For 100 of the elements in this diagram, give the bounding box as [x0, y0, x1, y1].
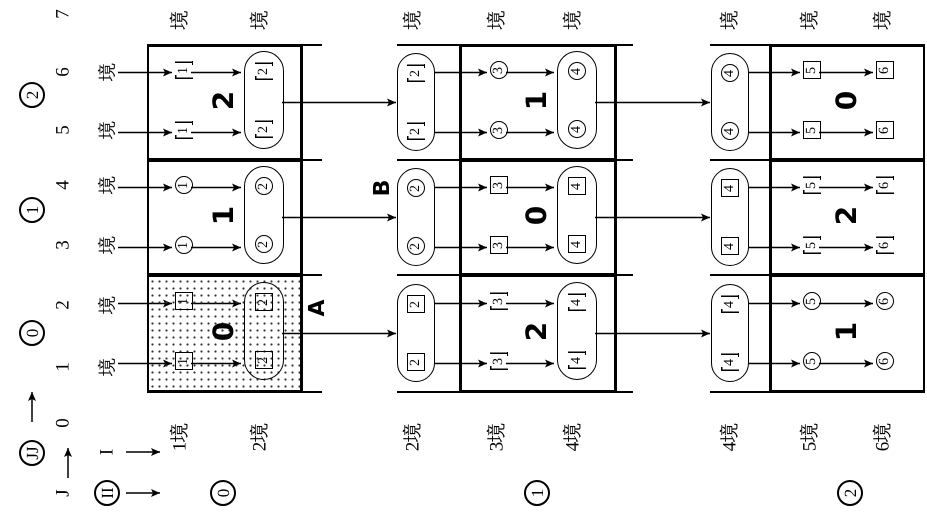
boxed-number: 3 — [490, 236, 508, 254]
grid-cell — [460, 160, 616, 275]
boxed-number: 3 — [490, 176, 508, 194]
index-label: 境 — [800, 10, 820, 30]
bracketed-number: 3 — [490, 352, 508, 370]
bracketed-number: 3 — [490, 292, 508, 310]
bracketed-number: 5 — [803, 236, 821, 254]
boxed-number: 4 — [721, 238, 739, 256]
arrow — [435, 300, 487, 308]
index-label: 6境 — [874, 422, 892, 452]
boxed-number: 2 — [407, 354, 425, 372]
circled-label: II — [94, 480, 120, 506]
bracketed-number: 4 — [721, 354, 739, 372]
bold-letter: A — [307, 299, 329, 317]
arrow — [506, 300, 554, 308]
arrow — [506, 68, 554, 76]
rounded-group — [397, 54, 435, 152]
index-label: 4 — [54, 180, 72, 190]
rounded-group — [244, 282, 284, 380]
boxed-number: 4 — [568, 178, 586, 196]
circled-number: 5 — [803, 352, 821, 370]
bracketed-number: 4 — [568, 352, 586, 370]
arrow — [506, 184, 554, 192]
arrow — [282, 214, 396, 222]
boxed-number: 4 — [568, 236, 586, 254]
rounded-group — [711, 168, 749, 266]
header-text: 境 — [96, 61, 118, 83]
rounded-group — [557, 282, 597, 380]
grid-cell — [147, 275, 302, 392]
bold-digit: 0 — [523, 206, 551, 226]
arrow — [749, 300, 800, 308]
bold-digit: 2 — [210, 90, 238, 110]
index-label: 5境 — [800, 422, 820, 452]
circled-number: 6 — [876, 352, 894, 370]
boxed-number: 5 — [803, 122, 821, 140]
index-label: 境 — [170, 10, 190, 30]
arrow — [118, 360, 172, 368]
bracketed-number: 6 — [876, 236, 894, 254]
circled-number: 4 — [568, 120, 586, 138]
arrow — [191, 128, 241, 136]
circled-label: JJ — [19, 440, 45, 466]
rounded-group — [397, 168, 435, 266]
rounded-group — [557, 166, 597, 264]
circled-number: 6 — [876, 292, 894, 310]
arrow — [118, 244, 172, 252]
bracketed-number: 4 — [721, 296, 739, 314]
grid-cell — [147, 160, 302, 275]
grid-cell — [770, 275, 925, 392]
circled-number: 1 — [175, 176, 193, 194]
arrow — [749, 128, 800, 136]
arrow — [819, 68, 873, 76]
grid-cell — [770, 45, 925, 160]
index-label: I — [98, 448, 116, 456]
index-label: 4境 — [564, 422, 582, 452]
arrow — [595, 214, 710, 222]
arrow — [282, 330, 396, 338]
index-label: 境 — [250, 10, 270, 30]
arrow — [749, 360, 800, 368]
rounded-group — [711, 54, 749, 152]
bold-digit: 1 — [833, 322, 861, 342]
arrow — [595, 98, 710, 106]
rounded-group — [244, 166, 284, 264]
index-label: 0 — [54, 418, 72, 428]
rounded-group — [244, 52, 284, 150]
index-label: 境 — [564, 10, 582, 30]
circled-number: 3 — [490, 122, 508, 140]
boxed-number: 6 — [876, 62, 894, 80]
header-text: 境 — [96, 119, 118, 141]
arrow — [595, 330, 710, 338]
arrow — [506, 128, 554, 136]
arrow — [191, 244, 241, 252]
bracketed-number: 5 — [803, 176, 821, 194]
index-label: J — [54, 489, 72, 497]
bracketed-number: 1 — [175, 122, 193, 140]
circled-number: 4 — [721, 64, 739, 82]
circled-label: 1 — [19, 197, 45, 223]
arrow — [506, 244, 554, 252]
circled-number: 5 — [803, 292, 821, 310]
bracketed-number: 6 — [876, 176, 894, 194]
index-label: 6 — [54, 67, 72, 77]
boxed-number: 2 — [255, 352, 273, 370]
arrow — [435, 128, 487, 136]
arrow — [506, 360, 554, 368]
circled-number: 4 — [721, 122, 739, 140]
grid-cell — [147, 45, 302, 160]
arrow — [749, 68, 800, 76]
circled-number: 1 — [175, 236, 193, 254]
bracketed-number: 2 — [407, 64, 425, 82]
arrow — [749, 244, 800, 252]
boxed-number: 1 — [175, 352, 193, 370]
arrow — [191, 184, 241, 192]
index-label: 2境 — [250, 422, 270, 452]
grid-cell — [460, 275, 616, 392]
arrow — [819, 244, 873, 252]
index-label: 境 — [404, 10, 422, 30]
arrow — [819, 128, 873, 136]
arrow — [819, 300, 873, 308]
boxed-number: 5 — [803, 62, 821, 80]
rounded-group — [711, 284, 749, 382]
index-label: 4境 — [720, 422, 740, 452]
